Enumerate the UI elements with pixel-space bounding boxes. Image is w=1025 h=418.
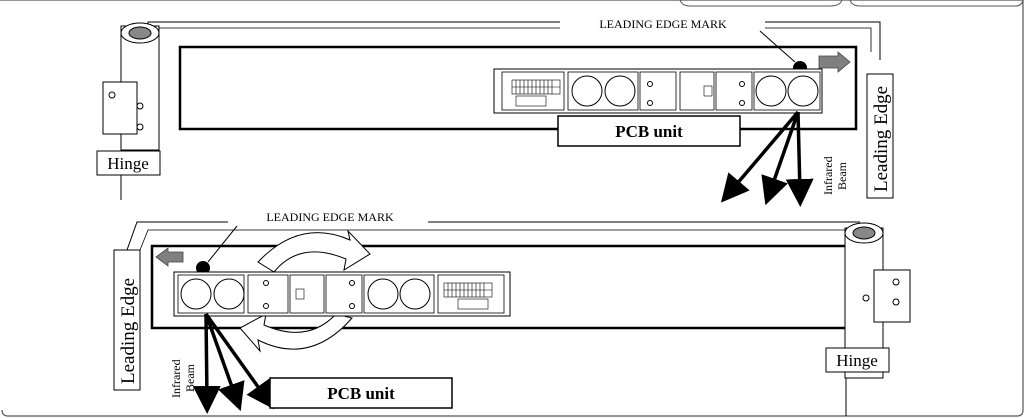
bottom-direction-arrow-icon xyxy=(155,247,184,267)
top-hinge-label: Hinge xyxy=(107,154,149,173)
bottom-pcb-unit-label-box xyxy=(269,377,453,409)
bottom-leading-edge-mark-label: LEADING EDGE MARK xyxy=(266,210,394,224)
bottom-leading-edge-box xyxy=(113,249,141,391)
top-hinge-label-box xyxy=(96,150,161,176)
bottom-infrared-beam-arrows xyxy=(192,312,275,414)
top-direction-arrow-icon xyxy=(818,51,851,73)
bottom-pcb-board xyxy=(173,271,511,317)
bottom-infrared-label-line2: Beam xyxy=(183,363,197,392)
top-panel: Hinge LEADING EDGE MARK xyxy=(96,16,894,207)
top-leading-edge-label: Leading Edge xyxy=(871,86,892,192)
top-tab-1 xyxy=(679,0,843,7)
top-door-panel xyxy=(178,45,858,131)
bottom-hinge-label: Hinge xyxy=(836,351,878,370)
top-leading-edge-mark-label: LEADING EDGE MARK xyxy=(599,17,727,31)
top-pcb-unit-label: PCB unit xyxy=(615,122,683,141)
bottom-door-frame-inner xyxy=(139,229,860,251)
bottom-door-frame xyxy=(126,221,860,251)
rotation-arrows-icon xyxy=(239,229,371,353)
top-infrared-label-line2: Beam xyxy=(835,161,849,190)
bottom-leading-edge-mark-pointer xyxy=(207,225,238,263)
bottom-hinge-label-box xyxy=(825,347,890,373)
top-infrared-label-line1: Infrared xyxy=(821,156,835,195)
bottom-infrared-label-line1: Infrared xyxy=(169,359,183,398)
bottom-pcb-unit-label: PCB unit xyxy=(327,384,395,403)
top-leading-edge-box xyxy=(866,73,894,199)
top-tab-2 xyxy=(849,0,1024,7)
bottom-hinge-icon xyxy=(844,222,911,416)
top-hinge-icon xyxy=(102,22,160,200)
bottom-panel: LEADING EDGE MARK xyxy=(113,209,911,416)
top-leading-edge-mark-pointer xyxy=(759,30,796,63)
bottom-leading-edge-label: Leading Edge xyxy=(118,278,139,384)
top-pcb-board xyxy=(493,68,823,114)
top-pcb-unit-label-box xyxy=(557,115,741,147)
top-infrared-beam-arrows xyxy=(720,110,814,207)
